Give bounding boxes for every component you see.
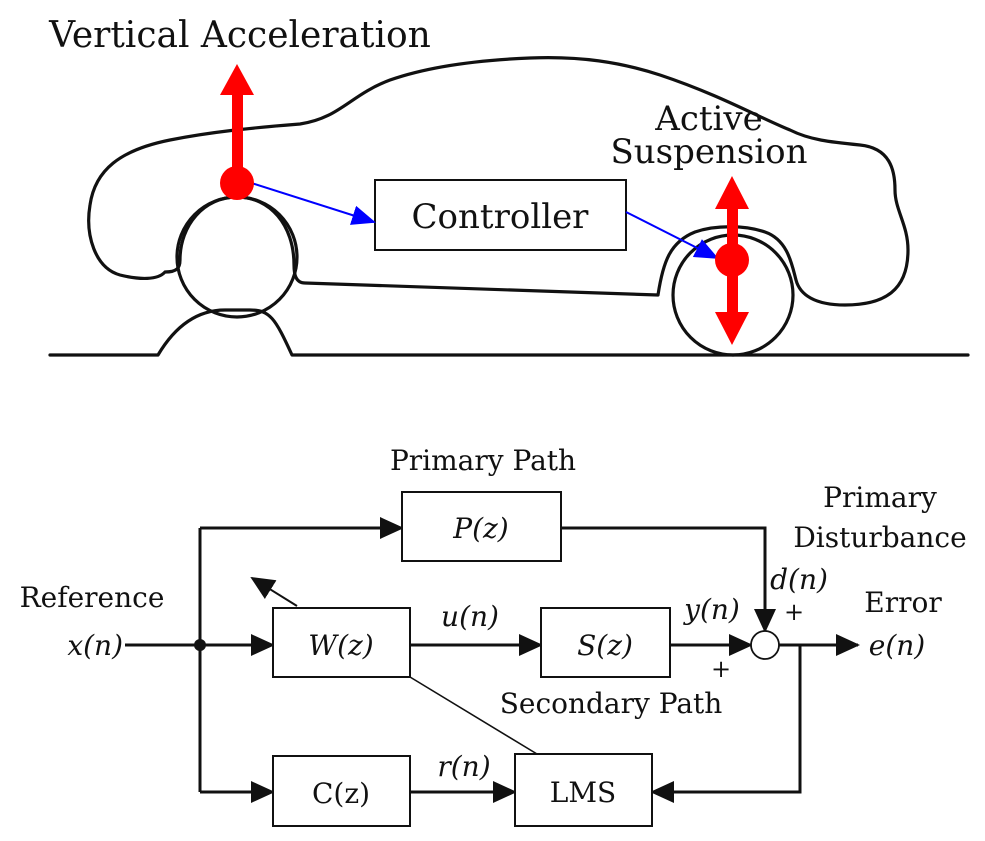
- error-label: Error: [864, 586, 942, 619]
- d-signal-label: d(n): [770, 563, 828, 596]
- r-signal-label: r(n): [437, 750, 490, 783]
- adaptive-arrow-icon: [250, 576, 298, 607]
- wire-error-feedback: [650, 645, 802, 803]
- controller-to-actuator-arrow: [625, 211, 719, 259]
- suspension-label: Suspension: [610, 132, 807, 172]
- primary-label: Primary: [823, 481, 937, 514]
- reference-label: Reference: [20, 581, 165, 614]
- vertical-acceleration-label: Vertical Acceleration: [48, 15, 431, 56]
- active-label: Active: [654, 99, 762, 139]
- x-signal-label: x(n): [67, 629, 123, 662]
- anc-block-diagram: P(z) W(z) S(z) C(z) LMS Primary Path Pri…: [20, 444, 967, 827]
- secondary-path-label: Secondary Path: [500, 687, 723, 720]
- LMS-block-label: LMS: [550, 776, 616, 809]
- disturbance-label: Disturbance: [793, 521, 966, 554]
- y-plus-sign: +: [711, 655, 731, 683]
- P-block: [401, 491, 562, 562]
- W-block: [272, 607, 411, 678]
- front-wheel: [175, 195, 299, 319]
- car-diagram: Controller Vertical Acceleration Active …: [48, 15, 970, 357]
- C-block-label: C(z): [312, 777, 370, 810]
- active-suspension-actuator-icon: [715, 176, 749, 345]
- y-signal-label: y(n): [682, 593, 740, 626]
- S-block-label: S(z): [577, 629, 633, 662]
- road-line: [48, 308, 970, 357]
- lms-adaptation-line: [409, 676, 538, 755]
- controller-label: Controller: [412, 197, 590, 237]
- LMS-block: [514, 753, 653, 827]
- primary-path-label: Primary Path: [390, 444, 576, 477]
- P-block-label: P(z): [452, 512, 508, 545]
- sensor-to-controller-arrow: [244, 180, 376, 225]
- e-signal-label: e(n): [869, 629, 925, 662]
- summing-junction: [750, 630, 780, 660]
- acceleration-sensor-icon: [220, 64, 254, 200]
- wire-P-to-sum: [561, 526, 776, 633]
- W-block-label: W(z): [308, 629, 373, 662]
- u-signal-label: u(n): [441, 600, 499, 633]
- C-block: [272, 755, 411, 827]
- S-block: [540, 607, 671, 678]
- d-plus-sign: +: [784, 598, 804, 626]
